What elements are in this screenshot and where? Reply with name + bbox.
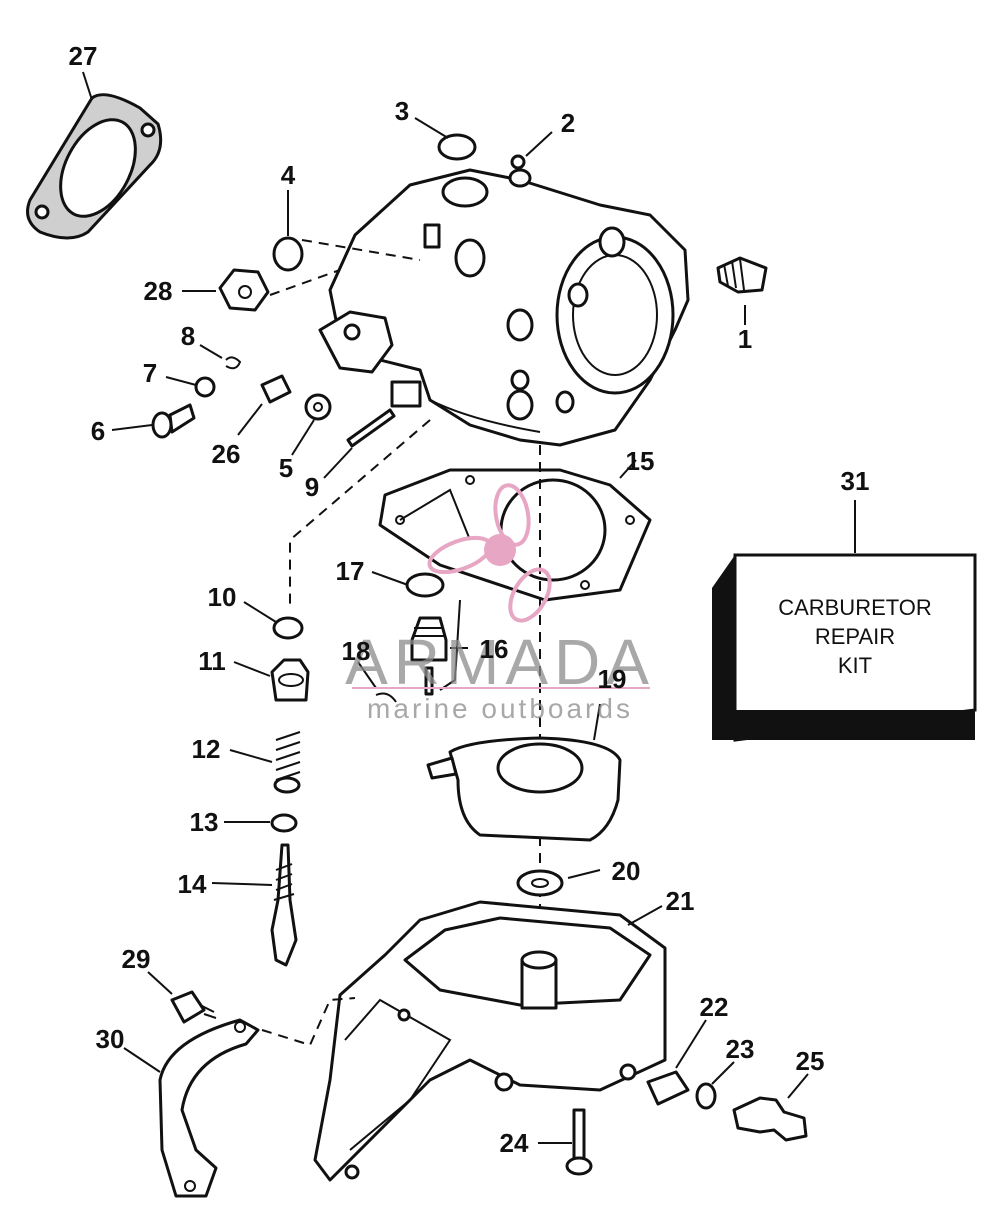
part-4-plug (272, 190, 421, 272)
propeller-logo-icon (427, 483, 552, 623)
callout-14: 14 (178, 869, 207, 899)
watermark-tagline: marine outboards (367, 693, 633, 724)
part-carburetor-body (318, 168, 690, 447)
part-22-plug (646, 1019, 707, 1106)
callout-24: 24 (500, 1128, 529, 1158)
part-20-washer (516, 869, 601, 897)
part-13-washer (224, 813, 298, 833)
part-24-screw (538, 1108, 593, 1176)
part-1-idle-screw (716, 256, 768, 325)
callout-12: 12 (192, 734, 221, 764)
callout-28: 28 (144, 276, 173, 306)
part-27-flange-gasket (26, 93, 163, 240)
part-3-plug (414, 117, 477, 161)
callout-15: 15 (626, 446, 655, 476)
callout-9: 9 (305, 472, 319, 502)
part-17-washer (371, 571, 445, 598)
part-5-washer (291, 393, 332, 456)
kit-label-line3: KIT (838, 653, 872, 678)
callout-8: 8 (181, 321, 195, 351)
part-6-screw (111, 403, 196, 439)
callout-10: 10 (208, 582, 237, 612)
part-29-screw (147, 971, 217, 1024)
part-25-fitting (732, 1073, 809, 1142)
callout-25: 25 (796, 1046, 825, 1076)
callout-labels: 1 2 3 4 5 6 7 8 9 10 11 12 13 14 15 16 1… (69, 41, 870, 1158)
callout-20: 20 (612, 856, 641, 886)
part-10-washer (243, 601, 304, 640)
callout-29: 29 (122, 944, 151, 974)
callout-23: 23 (726, 1034, 755, 1064)
part-23-washer (695, 1061, 735, 1110)
callout-6: 6 (91, 416, 105, 446)
callout-17: 17 (336, 556, 365, 586)
part-26-link (237, 374, 292, 436)
part-21-float-bowl (313, 900, 667, 1182)
callout-27: 27 (69, 41, 98, 71)
watermark-brand: ARMADA (345, 626, 655, 698)
part-28-nut (182, 268, 341, 312)
kit-label-line1: CARBURETOR (778, 595, 932, 620)
part-30-clamp (123, 997, 356, 1198)
callout-5: 5 (279, 453, 293, 483)
callout-22: 22 (700, 992, 729, 1022)
armada-watermark: ARMADA marine outboards (345, 483, 655, 724)
part-31-repair-kit-box[interactable]: CARBURETOR REPAIR KIT (712, 500, 977, 742)
part-14-needle (211, 843, 298, 967)
callout-13: 13 (190, 807, 219, 837)
part-8-clip (199, 344, 242, 370)
part-16-inlet-needle (410, 599, 468, 691)
part-11-seat (233, 658, 310, 702)
callout-3: 3 (395, 96, 409, 126)
part-12-spring (229, 731, 301, 794)
part-19-float (426, 703, 622, 842)
callout-16: 16 (480, 634, 509, 664)
callout-18: 18 (342, 636, 371, 666)
kit-label-line2: REPAIR (815, 624, 895, 649)
callout-11: 11 (198, 646, 226, 676)
callout-1: 1 (738, 324, 752, 354)
callout-30: 30 (96, 1024, 125, 1054)
callout-21: 21 (666, 886, 695, 916)
part-9-pin (323, 408, 396, 479)
callout-7: 7 (143, 358, 157, 388)
callout-26: 26 (212, 439, 241, 469)
callout-2: 2 (561, 108, 575, 138)
part-7-washer (165, 376, 216, 398)
callout-4: 4 (281, 160, 296, 190)
callout-19: 19 (598, 664, 627, 694)
callout-31: 31 (841, 466, 870, 496)
part-2-ball (510, 131, 553, 170)
